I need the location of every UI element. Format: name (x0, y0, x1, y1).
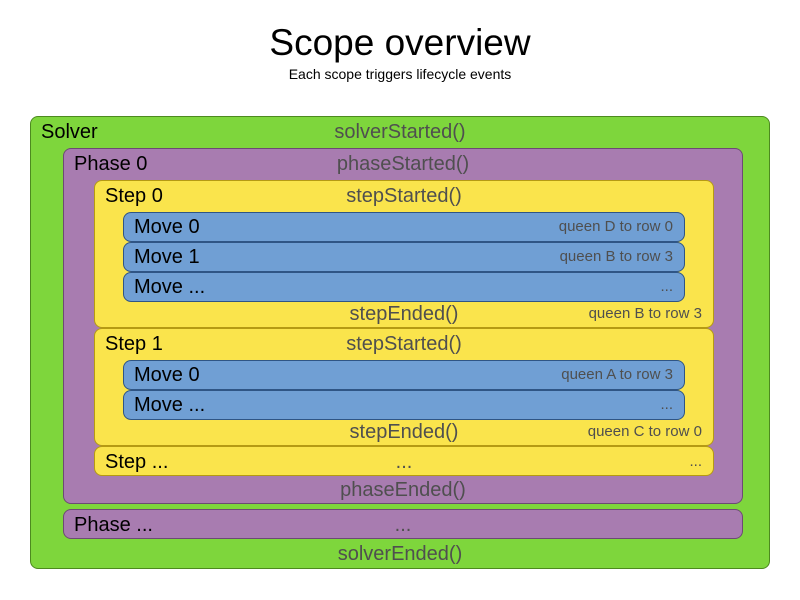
move-box: Move ... ... (123, 272, 685, 302)
page-subtitle: Each scope triggers lifecycle events (288, 66, 512, 83)
step-0-ended-event: stepEnded() (349, 303, 459, 325)
step-1-footer-row: stepEnded() queen C to row 0 (95, 417, 713, 447)
phase-0-footer-row: phaseEnded() (64, 475, 742, 505)
solver-scope: Solver solverStarted() Phase 0 phaseStar… (30, 116, 770, 569)
step-ellipsis-event: ... (395, 451, 413, 473)
move-result: queen D to row 0 (558, 218, 673, 235)
step-0-footer-row: stepEnded() queen B to row 3 (95, 299, 713, 329)
move-label: Move 0 (134, 216, 200, 238)
step-1-ended-result: queen C to row 0 (587, 423, 702, 440)
step-1-started-event: stepStarted() (346, 333, 462, 355)
page-title: Scope overview (269, 22, 531, 63)
step-ellipsis-row: Step ... ... ... (95, 447, 713, 477)
step-scope-1: Step 1 stepStarted() Move 0 queen A to r… (94, 328, 714, 446)
solver-label: Solver (41, 121, 98, 143)
phase-scope-0: Phase 0 phaseStarted() Step 0 stepStarte… (63, 148, 743, 504)
phase-ellipsis-label: Phase ... (74, 514, 153, 536)
move-result: ... (660, 396, 673, 413)
move-label: Move 1 (134, 246, 200, 268)
solver-footer-row: solverEnded() (31, 539, 769, 569)
diagram-heading: Scope overview Each scope triggers lifec… (0, 0, 800, 83)
step-ellipsis-label: Step ... (105, 451, 169, 473)
move-box: Move 0 queen D to row 0 (123, 212, 685, 242)
step-0-ended-result: queen B to row 3 (588, 305, 702, 322)
solver-header-row: Solver solverStarted() (31, 117, 769, 147)
move-box: Move 1 queen B to row 3 (123, 242, 685, 272)
step-0-header-row: Step 0 stepStarted() (95, 181, 713, 211)
move-box: Move ... ... (123, 390, 685, 420)
move-label: Move ... (134, 394, 206, 416)
phase-ellipsis-event: ... (394, 514, 412, 536)
step-ellipsis-result: ... (689, 453, 702, 470)
move-result: queen B to row 3 (559, 248, 673, 265)
phase-ellipsis-row: Phase ... ... (64, 510, 742, 540)
move-result: queen A to row 3 (561, 366, 673, 383)
move-box: Move 0 queen A to row 3 (123, 360, 685, 390)
solver-started-event: solverStarted() (334, 121, 466, 143)
phase-0-ended-event: phaseEnded() (340, 479, 466, 501)
step-scope-0: Step 0 stepStarted() Move 0 queen D to r… (94, 180, 714, 328)
step-0-started-event: stepStarted() (346, 185, 462, 207)
move-label: Move 0 (134, 364, 200, 386)
phase-scope-ellipsis: Phase ... ... (63, 509, 743, 539)
move-label: Move ... (134, 276, 206, 298)
solver-ended-event: solverEnded() (337, 543, 463, 565)
phase-0-label: Phase 0 (74, 153, 148, 175)
phase-0-header-row: Phase 0 phaseStarted() (64, 149, 742, 179)
step-1-ended-event: stepEnded() (349, 421, 459, 443)
step-scope-ellipsis: Step ... ... ... (94, 446, 714, 476)
step-0-label: Step 0 (105, 185, 163, 207)
step-1-header-row: Step 1 stepStarted() (95, 329, 713, 359)
phase-0-started-event: phaseStarted() (336, 153, 470, 175)
step-1-label: Step 1 (105, 333, 163, 355)
move-result: ... (660, 278, 673, 295)
